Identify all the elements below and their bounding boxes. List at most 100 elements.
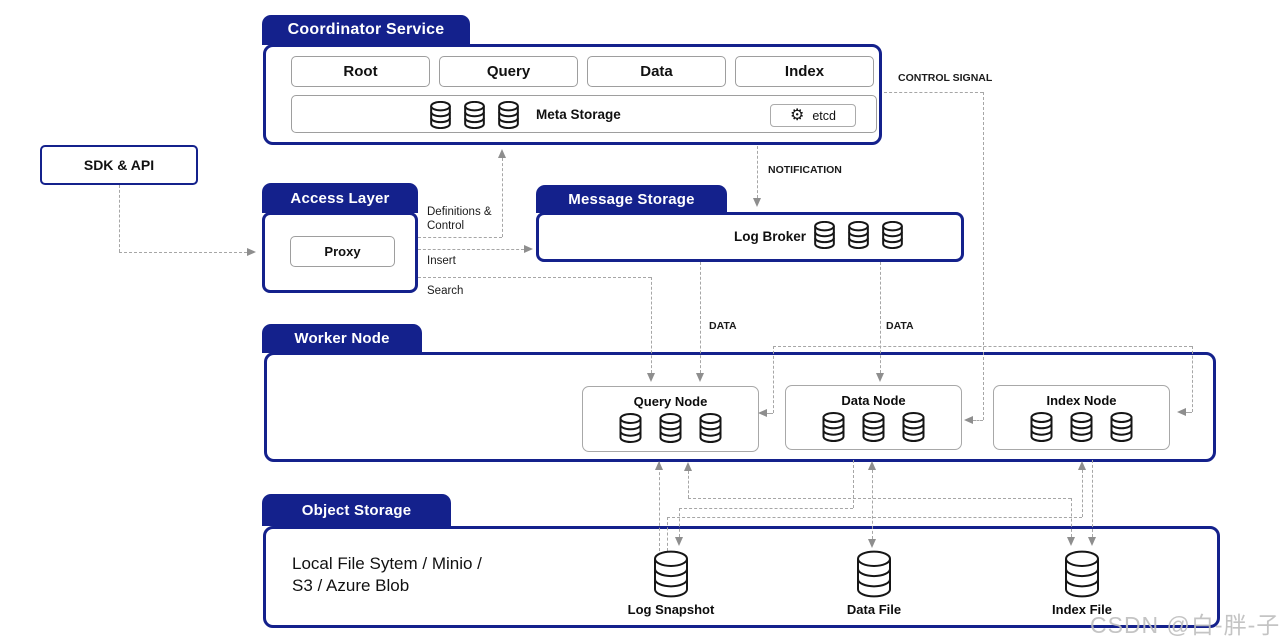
root-coord-box: Root — [291, 56, 430, 87]
database-icon — [617, 413, 644, 443]
connector-logsnapshot-querynode — [659, 462, 660, 551]
index-node-cylinders — [1028, 412, 1135, 442]
object-storage-panel — [263, 526, 1220, 628]
arrowhead-icon — [752, 198, 761, 207]
connector-search — [418, 277, 651, 278]
connector-control-branch — [1192, 346, 1193, 412]
database-icon — [1108, 412, 1135, 442]
arrowhead-icon — [964, 415, 973, 424]
connector-sdk-to-proxy — [119, 252, 247, 253]
connector-definitions-control — [502, 158, 503, 237]
database-icon — [900, 412, 927, 442]
database-icon — [657, 413, 684, 443]
data-coord-box: Data — [587, 56, 726, 87]
connector-querynode-indexfile — [688, 471, 689, 498]
database-icon — [462, 101, 487, 129]
data-node-box: Data Node — [785, 385, 962, 450]
arrowhead-icon — [867, 461, 876, 470]
connector-indexnode-indexfile — [1092, 460, 1093, 537]
database-icon — [860, 412, 887, 442]
query-node-box: Query Node — [582, 386, 759, 452]
arrowhead-icon — [654, 461, 663, 470]
connector-control-branch — [1186, 412, 1192, 413]
connector-logsnapshot-indexnode — [1082, 470, 1083, 517]
notification-label: NOTIFICATION — [768, 164, 842, 176]
connector-logsnapshot-indexnode — [667, 517, 668, 551]
index-node-label: Index Node — [1046, 393, 1117, 408]
connector-definitions-control — [418, 237, 502, 238]
arrowhead-icon — [497, 149, 506, 158]
arrowhead-icon — [247, 247, 256, 256]
connector-datanode-logsnapshot — [853, 460, 854, 508]
query-coord-label: Query — [486, 63, 531, 80]
database-icon — [649, 550, 693, 598]
meta-storage-label: Meta Storage — [536, 107, 621, 122]
connector-data-data — [880, 262, 881, 373]
connector-sdk-to-proxy — [119, 185, 120, 252]
csdn-watermark: CSDN @白-胖-子 — [1090, 612, 1280, 638]
access-layer-title: Access Layer — [290, 189, 390, 207]
data-node-label: Data Node — [841, 393, 906, 408]
arrowhead-icon — [674, 537, 683, 546]
arrowhead-icon — [524, 244, 533, 253]
message-storage-tab: Message Storage — [536, 185, 727, 213]
control-signal-label: CONTROL SIGNAL — [898, 72, 993, 84]
connector-notification — [757, 146, 758, 198]
coordinator-service-title: Coordinator Service — [287, 21, 445, 38]
data-file-label: Data File — [846, 602, 902, 617]
log-snapshot-label: Log Snapshot — [627, 602, 715, 617]
sdk-api-label: SDK & API — [83, 157, 155, 173]
proxy-label: Proxy — [324, 244, 361, 259]
arrowhead-icon — [1066, 537, 1075, 546]
etcd-chip: ⚙ etcd — [770, 104, 856, 127]
insert-label: Insert — [427, 255, 456, 267]
database-icon — [846, 221, 871, 249]
arrowhead-icon — [1087, 537, 1096, 546]
arrowhead-icon — [867, 539, 876, 548]
connector-control-signal — [973, 420, 983, 421]
connector-control-signal — [884, 92, 983, 93]
query-node-label: Query Node — [633, 394, 708, 409]
arrowhead-icon — [758, 408, 767, 417]
connector-datanode-datafile — [872, 470, 873, 539]
search-label: Search — [427, 285, 464, 297]
message-storage-title: Message Storage — [568, 190, 695, 208]
database-icon — [1028, 412, 1055, 442]
connector-data-query — [700, 262, 701, 373]
index-file-label: Index File — [1052, 602, 1112, 617]
database-icon — [852, 550, 896, 598]
data-label: DATA — [886, 320, 914, 332]
index-coord-label: Index — [784, 63, 825, 80]
connector-datanode-logsnapshot — [679, 508, 680, 537]
database-icon — [496, 101, 521, 129]
access-layer-tab: Access Layer — [262, 183, 418, 213]
arrowhead-icon — [1077, 461, 1086, 470]
connector-search — [651, 277, 652, 373]
database-icon — [428, 101, 453, 129]
index-coord-box: Index — [735, 56, 874, 87]
connector-logsnapshot-indexnode — [667, 517, 1082, 518]
query-coord-box: Query — [439, 56, 578, 87]
arrowhead-icon — [646, 373, 655, 382]
object-storage-tab: Object Storage — [262, 494, 451, 526]
object-storage-description-line1: Local File Sytem / Minio / — [292, 554, 482, 573]
arrowhead-icon — [1177, 407, 1186, 416]
query-node-cylinders — [617, 413, 724, 443]
data-label: DATA — [709, 320, 737, 332]
worker-node-title: Worker Node — [294, 330, 390, 347]
etcd-gear-icon: ⚙ — [790, 106, 805, 124]
arrowhead-icon — [875, 373, 884, 382]
log-broker-label: Log Broker — [733, 229, 806, 244]
definitions-control-label: Definitions & — [427, 206, 492, 218]
database-icon — [880, 221, 905, 249]
proxy-box: Proxy — [290, 236, 395, 267]
worker-node-tab: Worker Node — [262, 324, 422, 353]
database-icon — [812, 221, 837, 249]
connector-control-signal — [983, 92, 984, 420]
connector-control-branch — [767, 413, 773, 414]
etcd-label: etcd — [812, 108, 836, 123]
connector-datanode-logsnapshot — [679, 508, 853, 509]
connector-querynode-indexfile — [688, 498, 1071, 499]
arrowhead-icon — [695, 373, 704, 382]
